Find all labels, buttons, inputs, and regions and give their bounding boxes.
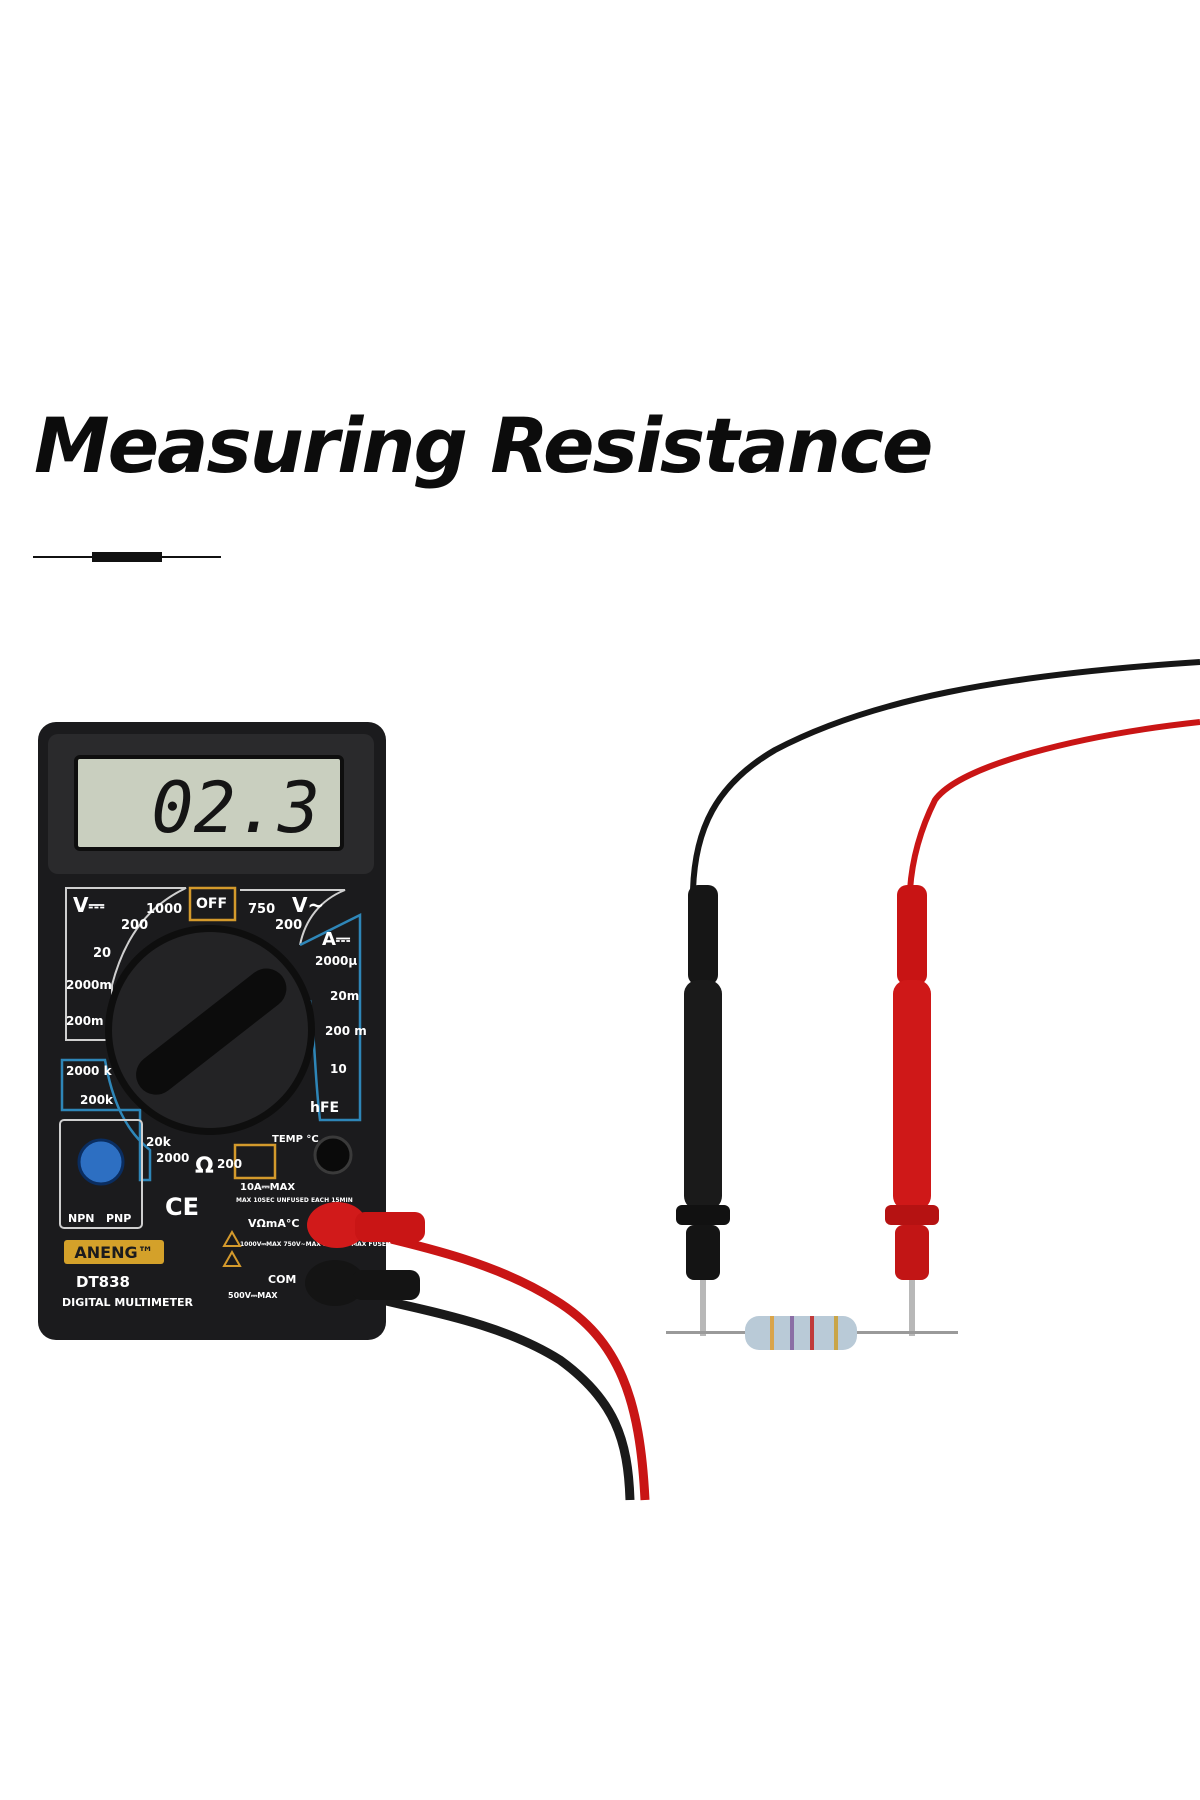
jack-label-vohm: VΩmA°C xyxy=(248,1217,299,1230)
meter-type: DIGITAL MULTIMETER xyxy=(62,1296,193,1309)
dial-label-dca: A⎓ xyxy=(322,929,351,950)
transistor-socket[interactable] xyxy=(77,1138,125,1186)
resistor xyxy=(666,1316,958,1350)
lcd-display xyxy=(74,755,344,851)
black-meter-lead xyxy=(368,1292,635,1501)
dial-label-range-2000m: 2000m xyxy=(66,978,112,992)
dial-label-dcv: V⎓ xyxy=(73,893,104,917)
red-meter-lead xyxy=(368,1229,650,1501)
dial-label-range-200ma: 200 m xyxy=(325,1024,367,1038)
dial-label-off: OFF xyxy=(196,896,227,912)
dial-label-range-10: 10 xyxy=(330,1062,347,1076)
jack-label-v-limits: 1000V⎓MAX 750V~MAX 500mA⎓MAX FUSED xyxy=(240,1241,391,1248)
dial-label-hfe: hFE xyxy=(310,1100,339,1116)
dial-label-range-200k: 200k xyxy=(80,1093,114,1107)
acv-range-band xyxy=(240,889,346,946)
black-test-probe xyxy=(676,885,730,1336)
brand-plate xyxy=(64,1240,164,1264)
headline-underline-accent xyxy=(92,552,162,562)
warning-icon xyxy=(222,1249,242,1267)
red-test-probe xyxy=(885,885,939,1336)
dial-label-range-1000: 1000 xyxy=(146,902,182,917)
dial-label-ohm: Ω xyxy=(195,1154,214,1179)
red-probe-wire xyxy=(907,719,1200,891)
jack-10a[interactable] xyxy=(313,1135,353,1175)
transistor-socket-frame xyxy=(59,1119,143,1229)
dial-label-range-2000k: 2000 k xyxy=(66,1064,113,1078)
black-probe-wire xyxy=(690,659,1200,891)
red-lead-plug xyxy=(307,1202,425,1248)
brand-logo: ANENG™ xyxy=(74,1243,153,1262)
dial-label-acv: V~ xyxy=(292,893,324,917)
black-lead-plug xyxy=(305,1260,420,1306)
dial-label-temp: TEMP °C xyxy=(272,1134,319,1145)
dial-label-range-20k: 20k xyxy=(146,1135,172,1149)
lcd-reading: 02.3 xyxy=(151,767,320,849)
dial-label-range-200v: 200 xyxy=(121,918,148,933)
dcv-range-band xyxy=(65,887,187,1041)
jack-label-com-limit: 500V⎓MAX xyxy=(228,1291,278,1300)
dial-label-range-2000u: 2000μ xyxy=(315,954,357,968)
dial-label-range-200m: 200m xyxy=(66,1014,104,1028)
dial-label-range-200acv: 200 xyxy=(275,918,302,933)
model-number: DT838 xyxy=(76,1273,130,1291)
socket-label-npn: NPN xyxy=(68,1212,94,1225)
headline: Measuring Resistance xyxy=(34,401,933,490)
jack-label-10a-note: MAX 10SEC UNFUSED EACH 15MIN xyxy=(236,1197,353,1204)
socket-label-pnp: PNP xyxy=(106,1212,131,1225)
diode-band xyxy=(233,1143,277,1180)
dial-label-range-20m: 20m xyxy=(330,989,359,1003)
dial-label-range-200ohm: 200 xyxy=(217,1157,242,1171)
jack-label-10a: 10A⎓MAX xyxy=(240,1182,295,1193)
off-band xyxy=(188,886,237,922)
dial-knob-pointer xyxy=(136,968,287,1095)
multimeter: 02.3 V⎓ OFF V~ A⎓ 1000 200 20 2000m 200m… xyxy=(38,722,391,1340)
dial-label-range-2000ohm: 2000 xyxy=(156,1151,189,1165)
warning-icon xyxy=(222,1229,242,1247)
dial-label-range-750: 750 xyxy=(248,902,275,917)
ce-mark: CE xyxy=(165,1193,199,1221)
dial-label-range-20v: 20 xyxy=(93,946,111,961)
jack-label-com: COM xyxy=(268,1273,296,1286)
